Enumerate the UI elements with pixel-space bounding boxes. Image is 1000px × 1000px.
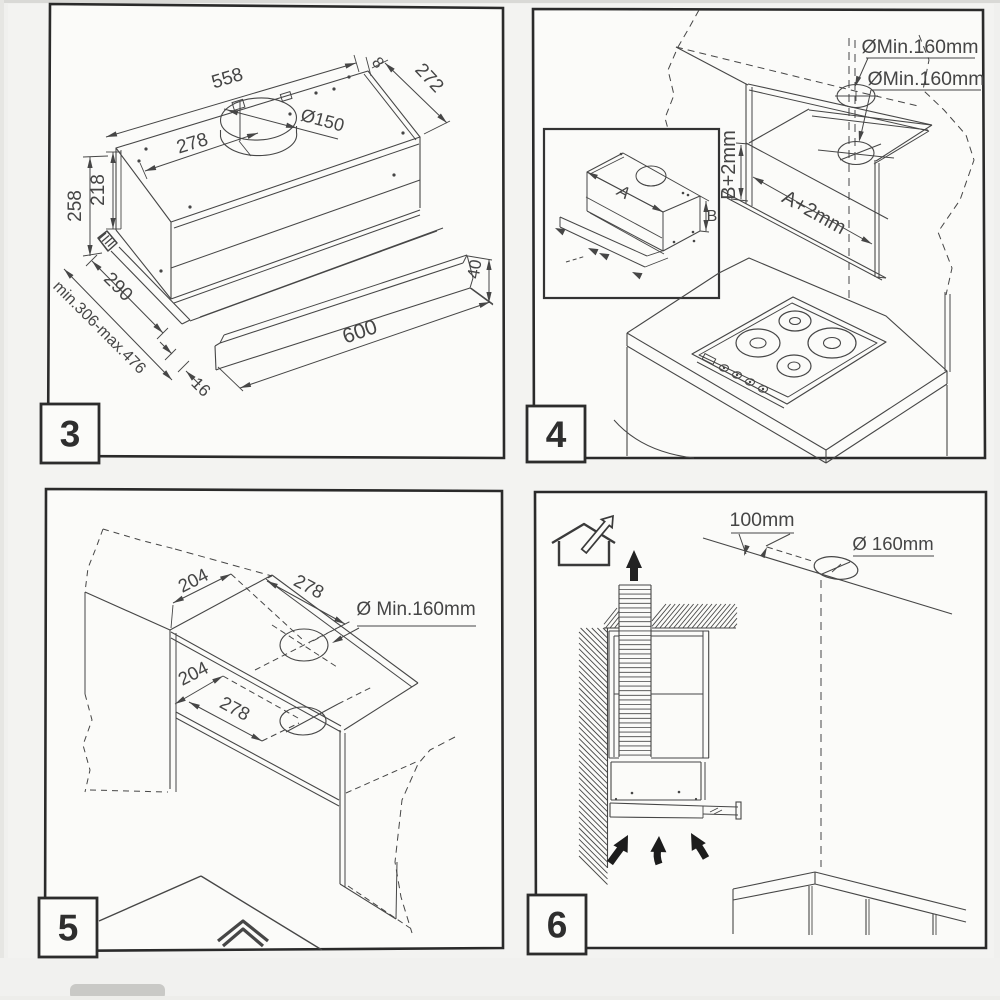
svg-text:Ø 160mm: Ø 160mm bbox=[852, 533, 933, 554]
svg-text:B: B bbox=[707, 208, 718, 225]
svg-text:100mm: 100mm bbox=[729, 509, 794, 531]
svg-text:258: 258 bbox=[65, 190, 86, 222]
svg-text:40: 40 bbox=[464, 258, 486, 280]
svg-text:ØMin.160mm: ØMin.160mm bbox=[861, 36, 978, 58]
svg-text:5: 5 bbox=[58, 908, 79, 949]
svg-text:Ø Min.160mm: Ø Min.160mm bbox=[356, 599, 475, 620]
svg-text:3: 3 bbox=[60, 414, 81, 455]
svg-text:218: 218 bbox=[88, 174, 109, 206]
svg-text:B+2mm: B+2mm bbox=[718, 130, 740, 199]
svg-text:6: 6 bbox=[547, 905, 568, 946]
svg-text:ØMin.160mm: ØMin.160mm bbox=[867, 68, 984, 90]
svg-text:4: 4 bbox=[546, 414, 567, 455]
